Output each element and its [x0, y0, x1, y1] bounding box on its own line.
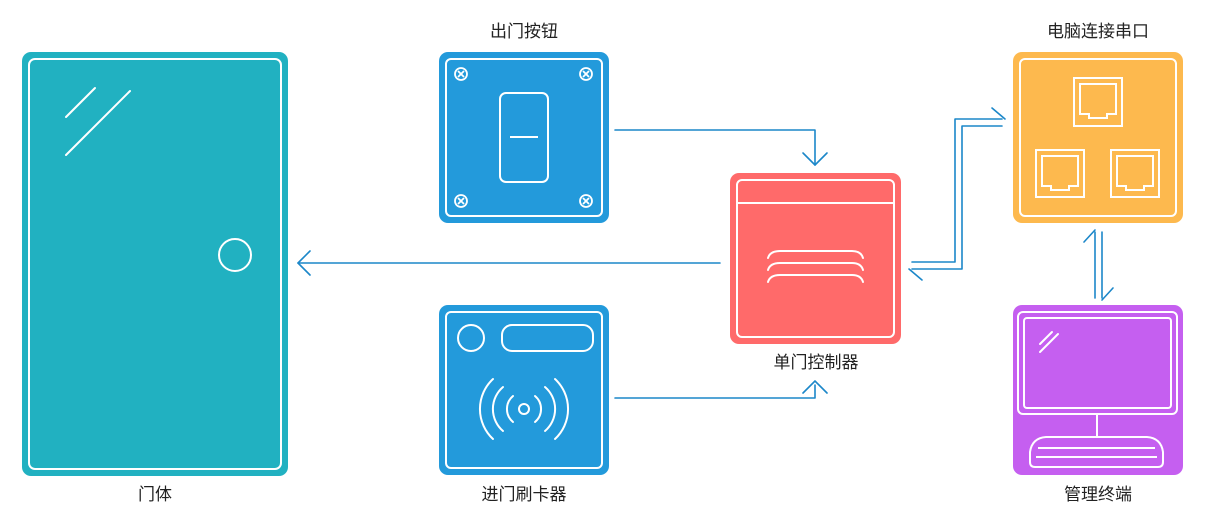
- serial-port-label: 电脑连接串口: [1047, 22, 1149, 42]
- controller-vents-icon: [767, 250, 864, 283]
- door-panel: [22, 52, 288, 476]
- switch-icon: [499, 92, 549, 183]
- controller-node: [730, 173, 901, 344]
- serial-port-node: [1013, 52, 1183, 223]
- exit-button-label: 出门按钮: [490, 22, 558, 42]
- display-slot-icon: [501, 324, 594, 352]
- arrow-controller-serial: [908, 107, 1006, 281]
- connector-lines: [297, 107, 1114, 399]
- arrow-serial-terminal: [1083, 229, 1114, 301]
- screw-icon: [454, 67, 593, 208]
- card-reader-node: [439, 305, 609, 475]
- arrow-reader-to-controller: [614, 380, 828, 399]
- ethernet-port-icon: [1035, 77, 1160, 198]
- arrow-exit-to-controller: [614, 129, 828, 166]
- terminal-node: [1013, 305, 1183, 475]
- terminal-label: 管理终端: [1064, 485, 1132, 505]
- door-handle-icon: [218, 238, 252, 272]
- monitor-keyboard-icon: [1017, 311, 1178, 468]
- door-label: 门体: [138, 485, 172, 505]
- indicator-light-icon: [457, 324, 485, 352]
- exit-button-node: [439, 52, 609, 223]
- glass-reflection-icon: [65, 87, 131, 156]
- rfid-signal-icon: [479, 378, 569, 440]
- door-node: [22, 52, 288, 476]
- arrow-controller-to-door: [297, 250, 721, 276]
- card-reader-label: 进门刷卡器: [481, 485, 567, 505]
- controller-label: 单门控制器: [773, 353, 859, 373]
